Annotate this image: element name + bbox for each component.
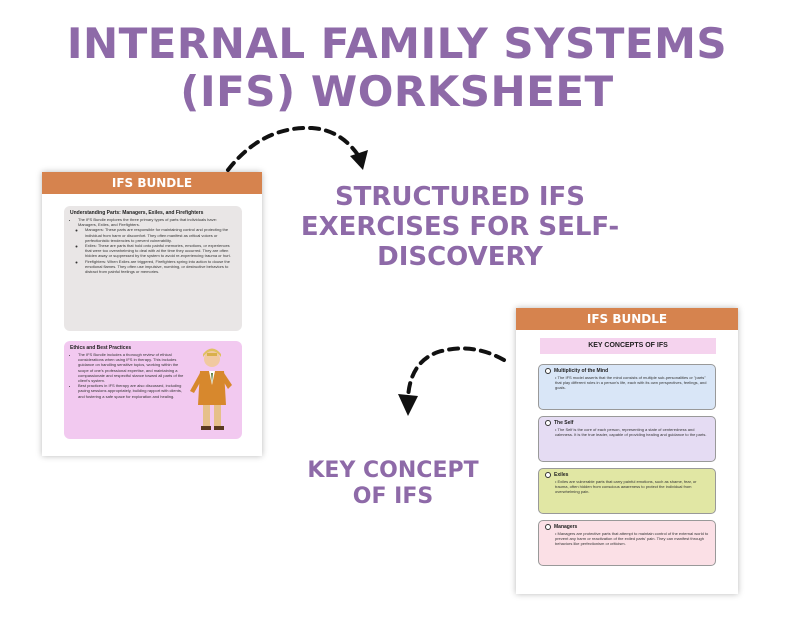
page-header: IFS BUNDLE [42,172,262,194]
concept-card-self: The Self The Self is the core of each pe… [538,416,716,462]
worksheet-page-preview-2: IFS BUNDLE KEY CONCEPTS OF IFS Multiplic… [516,308,738,594]
list-item: Managers: These parts are responsible fo… [85,227,236,243]
concept-text: Managers are protective parts that attem… [545,531,709,547]
subtitle-key-concept: KEY CONCEPT OF IFS [268,458,518,510]
title-line-2: (IFS) WORKSHEET [180,67,614,116]
concepts-title: KEY CONCEPTS OF IFS [540,338,716,354]
list-item: The IFS Bundle explores the three primar… [78,217,236,274]
concept-title: Managers [554,524,578,530]
circle-bullet-icon [545,524,551,530]
title-line-1: INTERNAL FAMILY SYSTEMS [66,19,728,68]
parts-section: Understanding Parts: Managers, Exiles, a… [64,206,242,331]
subtitle-structured-exercises: STRUCTURED IFS EXERCISES FOR SELF- DISCO… [270,182,650,272]
concept-text: The Self is the core of each person, rep… [545,427,709,437]
list-item: Exiles: These are parts that hold onto p… [85,243,236,259]
concept-card-managers: Managers Managers are protective parts t… [538,520,716,566]
concept-title: Multiplicity of the Mind [554,368,609,374]
page-header: IFS BUNDLE [516,308,738,330]
list-item: The IFS Bundle includes a thorough revie… [78,352,188,383]
teacher-illustration-icon [190,348,232,430]
concept-card-exiles: Exiles Exiles are vulnerable parts that … [538,468,716,514]
circle-bullet-icon [545,472,551,478]
section-heading: Understanding Parts: Managers, Exiles, a… [70,210,204,216]
concept-title: The Self [554,420,574,426]
concept-card-multiplicity: Multiplicity of the Mind The IFS model a… [538,364,716,410]
curved-arrow-icon [398,346,506,416]
circle-bullet-icon [545,420,551,426]
subtitle-line-1: STRUCTURED IFS [334,182,586,212]
subtitle-line-3: DISCOVERY [377,242,543,272]
ethics-section: Ethics and Best Practices The IFS Bundle… [64,341,242,439]
circle-bullet-icon [545,368,551,374]
concept-title: Exiles [554,472,569,478]
main-title: INTERNAL FAMILY SYSTEMS (IFS) WORKSHEET [0,20,794,116]
section-heading: Ethics and Best Practices [70,345,132,351]
subtitle-line-1: KEY CONCEPT [307,458,479,483]
subtitle-line-2: OF IFS [352,484,434,509]
list-item: Best practices in IFS therapy are also d… [78,383,188,399]
subtitle-line-2: EXERCISES FOR SELF- [300,212,620,242]
list-item: Firefighters: When Exiles are triggered,… [85,259,236,275]
curved-arrow-icon [226,125,368,172]
concept-text: Exiles are vulnerable parts that carry p… [545,479,709,495]
worksheet-page-preview-1: IFS BUNDLE Understanding Parts: Managers… [42,172,262,456]
concept-text: The IFS model asserts that the mind cons… [545,375,709,391]
